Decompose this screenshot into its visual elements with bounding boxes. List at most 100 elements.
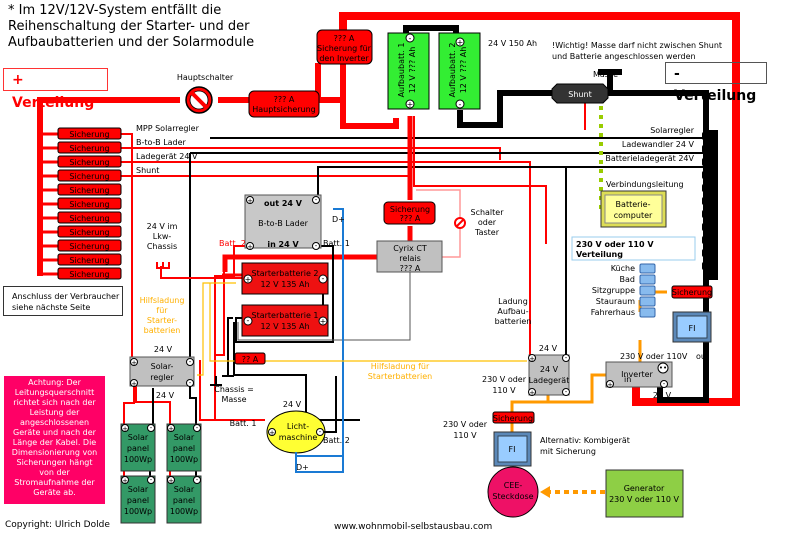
solar-panel-label: 100Wp bbox=[124, 455, 152, 464]
charging-house-label: batterien bbox=[495, 317, 532, 326]
minus-output-label: Batterieladegerät 24V bbox=[605, 154, 694, 163]
cee-socket bbox=[487, 466, 539, 518]
dplus-label-alternator: D+ bbox=[296, 463, 309, 472]
aux-charge-left-line: Hilfsladung bbox=[140, 296, 185, 305]
svg-text:+: + bbox=[269, 429, 275, 437]
alternator-fuse bbox=[234, 352, 266, 365]
svg-text:+: + bbox=[131, 359, 137, 367]
batt1-label-alternator: Batt. 1 bbox=[230, 419, 257, 428]
fuse-label: Sicherung bbox=[69, 144, 109, 153]
solar-panel-label: 100Wp bbox=[170, 455, 198, 464]
cee-label: Steckdose bbox=[492, 492, 533, 501]
fuse bbox=[57, 183, 122, 196]
chassis-24v-label: Lkw- bbox=[153, 232, 172, 241]
svg-text:-: - bbox=[322, 274, 325, 283]
battery-computer-label: computer bbox=[614, 211, 653, 220]
svg-text:-: - bbox=[196, 476, 199, 484]
solar-panel-label: Solar bbox=[128, 433, 149, 442]
chassis-ground-label: Masse bbox=[221, 395, 246, 404]
inverter-fuse-value: ??? A bbox=[334, 34, 355, 43]
fuse bbox=[57, 169, 122, 182]
fuse-label: Sicherung bbox=[69, 214, 109, 223]
main-fuse-label: Hauptsicherung bbox=[252, 105, 316, 114]
svg-text:+: + bbox=[168, 477, 174, 485]
battery-charger bbox=[528, 354, 570, 396]
main-switch-label: Hauptschalter bbox=[177, 73, 234, 82]
svg-text:-: - bbox=[565, 388, 568, 396]
svg-text:-: - bbox=[189, 379, 192, 387]
switch-icon[interactable] bbox=[454, 217, 466, 229]
minus-output-labels: Solarregler Ladewandler 24 V Batterielad… bbox=[605, 126, 694, 163]
btob-charger bbox=[244, 194, 322, 249]
starter-battery-2-spec: 12 V 135 Ah bbox=[260, 280, 309, 289]
system-note-line: * Im 12V/12V-System entfällt die bbox=[8, 3, 222, 18]
house-battery-1 bbox=[387, 32, 430, 110]
solar-panels: Solarpanel100Wp+-Solarpanel100Wp+-Solarp… bbox=[120, 423, 202, 524]
warning-line: Leistung der bbox=[29, 408, 80, 417]
svg-text:+: + bbox=[247, 243, 253, 251]
charger-ac-label: 230 V oder bbox=[482, 375, 527, 384]
chassis-24v-label: Chassis bbox=[147, 242, 177, 251]
svg-text:+: + bbox=[122, 477, 128, 485]
svg-text:-: - bbox=[196, 424, 199, 432]
svg-text:-: - bbox=[247, 316, 250, 325]
website-link[interactable]: www.wohnmobil-selbstausbau.com bbox=[334, 522, 493, 532]
warning-line: angeschlossenen bbox=[19, 418, 90, 427]
svg-text:-: - bbox=[315, 196, 318, 204]
minus-terminal bbox=[702, 197, 710, 205]
warning-line: Achtung: Der bbox=[28, 378, 81, 387]
inverter-label: Inverter bbox=[621, 370, 653, 379]
solar-panel bbox=[166, 475, 202, 524]
ac-fuse-label: Sicherung bbox=[672, 288, 712, 297]
svg-text:-: - bbox=[409, 34, 412, 43]
main-switch-icon[interactable] bbox=[185, 86, 213, 114]
warning-line: richtet sich nach der bbox=[13, 398, 96, 407]
minus-terminal bbox=[702, 171, 710, 179]
copyright: Copyright: Ulrich Dolde bbox=[5, 520, 110, 530]
consumers-note-line: Anschluss der Verbraucher bbox=[12, 292, 120, 301]
chassis-ground-label: Chassis = bbox=[214, 385, 254, 394]
starter-battery-2-label: Starterbatterie 2 bbox=[252, 269, 319, 278]
solar-panel-label: panel bbox=[173, 496, 195, 505]
fuse-label: Sicherung bbox=[69, 172, 109, 181]
fuse-label: Sicherung bbox=[69, 228, 109, 237]
minus-output-wires bbox=[189, 137, 708, 360]
ac-circuit-breaker bbox=[639, 263, 656, 274]
batt1-label-btob: Batt. 1 bbox=[323, 239, 350, 248]
minus-terminal bbox=[702, 262, 710, 270]
inverter-fuse bbox=[316, 29, 373, 65]
charger-label: 24 V bbox=[540, 365, 559, 374]
fuse-label: Sicherung bbox=[69, 158, 109, 167]
solar-regulator-label: Solar- bbox=[151, 362, 174, 371]
plus-output-label: Shunt bbox=[136, 166, 159, 175]
generator-label: Generator bbox=[624, 484, 665, 493]
solar-panel-label: Solar bbox=[128, 485, 149, 494]
starter-battery-1-spec: 12 V 135 Ah bbox=[260, 322, 309, 331]
shore-fuse bbox=[492, 411, 535, 424]
ac-distribution-box bbox=[571, 236, 696, 261]
solar-panel-label: Solar bbox=[174, 433, 195, 442]
aux-charge-left-label: Hilfsladung für Starter- batterien bbox=[140, 296, 185, 335]
svg-text:+: + bbox=[320, 317, 327, 326]
fuse-label: Sicherung bbox=[69, 270, 109, 279]
dplus-wire bbox=[295, 452, 344, 473]
svg-text:+: + bbox=[245, 275, 252, 284]
fuse bbox=[57, 225, 122, 238]
plus-distribution-title: + Verteilung bbox=[3, 68, 108, 111]
ac-distribution-title: Verteilung bbox=[576, 250, 623, 259]
house-battery-2-spec: 12 V ??? Ah bbox=[459, 47, 468, 94]
fuse bbox=[57, 239, 122, 252]
minus-distribution-title: - Verteilung bbox=[665, 62, 767, 104]
solar-panel-label: 100Wp bbox=[170, 507, 198, 516]
plus-output-labels: MPP Solarregler B-to-B Lader Ladegerät 2… bbox=[136, 124, 200, 175]
fuse-label: Sicherung bbox=[69, 200, 109, 209]
fuse-bus-stubs bbox=[40, 132, 58, 276]
fuse-label: Sicherung bbox=[69, 256, 109, 265]
minus-output-label: Solarregler bbox=[650, 126, 695, 135]
svg-text:-: - bbox=[150, 424, 153, 432]
shore-ac-label: 110 V bbox=[453, 431, 477, 440]
svg-text:-: - bbox=[189, 358, 192, 366]
cyrix-relay bbox=[376, 240, 443, 273]
